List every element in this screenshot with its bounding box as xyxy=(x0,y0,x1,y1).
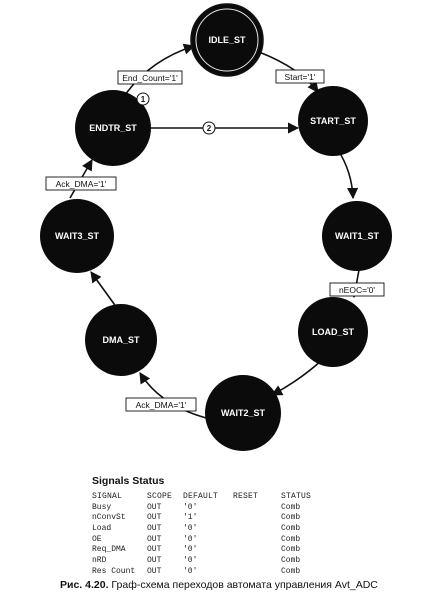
state-wait3: WAIT3_ST xyxy=(40,199,114,273)
state-label-wait1: WAIT1_ST xyxy=(335,231,380,241)
header-status: STATUS xyxy=(281,492,312,501)
signal-default: '0' xyxy=(183,566,198,576)
signals-header-row: SIGNAL SCOPE DEFAULT RESET STATUS xyxy=(92,492,331,503)
signal-reset xyxy=(233,535,281,546)
signal-name: Req_DMA xyxy=(92,545,126,555)
figure-caption: Рис. 4.20. Граф-схема переходов автомата… xyxy=(60,579,378,591)
signal-status: Comb xyxy=(281,513,301,523)
signal-scope: OUT xyxy=(147,502,162,512)
transition-load-to-wait2 xyxy=(271,359,323,396)
state-load: LOAD_ST xyxy=(298,297,368,367)
state-label-dma: DMA_ST xyxy=(102,335,140,345)
state-label-load: LOAD_ST xyxy=(312,327,355,337)
signal-name: Res Count xyxy=(92,566,136,576)
signals-status-table: SIGNAL SCOPE DEFAULT RESET STATUS Busy O… xyxy=(92,492,331,578)
signal-scope: OUT xyxy=(147,545,162,555)
state-dma: DMA_ST xyxy=(85,304,157,376)
header-reset: RESET xyxy=(233,492,259,501)
table-row: nRD OUT '0' Comb xyxy=(92,556,331,567)
priority-badge-1: 1 xyxy=(136,92,150,106)
signal-scope: OUT xyxy=(147,566,162,576)
signal-status: Comb xyxy=(281,524,301,534)
state-label-endtr: ENDTR_ST xyxy=(89,123,137,133)
condition-end-count-text: End_Count='1' xyxy=(122,73,178,83)
condition-neoc: nEOC='0' xyxy=(329,282,385,297)
signal-name: OE xyxy=(92,534,102,544)
priority-badge-2: 2 xyxy=(202,121,216,135)
signal-reset xyxy=(233,545,281,556)
condition-start: Start='1' xyxy=(275,69,325,84)
condition-neoc-text: nEOC='0' xyxy=(339,285,375,295)
condition-ack-dma-bottom-text: Ack_DMA='1' xyxy=(136,400,187,410)
table-row: Busy OUT '0' Comb xyxy=(92,503,331,514)
condition-ack-dma-left: Ack_DMA='1' xyxy=(45,176,117,191)
header-default: DEFAULT xyxy=(183,492,219,501)
signal-reset xyxy=(233,513,281,524)
signal-name: Load xyxy=(92,524,112,534)
transition-endtr-to-idle xyxy=(124,43,196,96)
transition-start-to-wait1 xyxy=(337,149,359,200)
priority-badge-2-text: 2 xyxy=(207,124,212,133)
signals-status-title: Signals Status xyxy=(92,475,165,487)
signal-status: Comb xyxy=(281,566,301,576)
signal-default: '0' xyxy=(183,545,198,555)
state-diagram: IDLE_ST START_ST WAIT1_ST LOAD_ST WAIT2_… xyxy=(40,3,392,451)
state-label-wait3: WAIT3_ST xyxy=(55,231,100,241)
signal-name: nConvSt xyxy=(92,513,126,523)
state-label-idle: IDLE_ST xyxy=(208,35,246,45)
state-wait2: WAIT2_ST xyxy=(205,375,281,451)
signal-default: '1' xyxy=(183,513,198,523)
signal-name: Busy xyxy=(92,502,112,512)
signal-reset xyxy=(233,503,281,514)
signal-reset xyxy=(233,556,281,567)
state-endtr: ENDTR_ST xyxy=(75,90,151,166)
signal-status: Comb xyxy=(281,556,301,566)
signal-reset xyxy=(233,524,281,535)
state-start: START_ST xyxy=(298,86,368,156)
state-idle: IDLE_ST xyxy=(190,3,264,77)
table-row: nConvSt OUT '1' Comb xyxy=(92,513,331,524)
signal-status: Comb xyxy=(281,534,301,544)
table-row: Res Count OUT '0' Comb xyxy=(92,567,331,578)
figure-number: Рис. 4.20. xyxy=(60,579,109,591)
signal-default: '0' xyxy=(183,502,198,512)
table-row: OE OUT '0' Comb xyxy=(92,535,331,546)
signal-default: '0' xyxy=(183,524,198,534)
state-wait1: WAIT1_ST xyxy=(322,201,392,271)
signal-scope: OUT xyxy=(147,556,162,566)
signal-status: Comb xyxy=(281,502,301,512)
condition-end-count: End_Count='1' xyxy=(117,70,183,85)
state-label-wait2: WAIT2_ST xyxy=(221,408,266,418)
signal-name: nRD xyxy=(92,556,107,566)
condition-start-text: Start='1' xyxy=(285,72,316,82)
table-row: Load OUT '0' Comb xyxy=(92,524,331,535)
signal-default: '0' xyxy=(183,556,198,566)
table-row: Req_DMA OUT '0' Comb xyxy=(92,545,331,556)
transition-dma-to-wait3 xyxy=(90,271,118,309)
signal-scope: OUT xyxy=(147,534,162,544)
state-label-start: START_ST xyxy=(310,116,356,126)
figure-caption-text: Граф-схема переходов автомата управления… xyxy=(111,579,378,591)
signal-scope: OUT xyxy=(147,513,162,523)
signal-scope: OUT xyxy=(147,524,162,534)
condition-ack-dma-left-text: Ack_DMA='1' xyxy=(56,179,107,189)
header-signal: SIGNAL xyxy=(92,492,123,501)
signal-status: Comb xyxy=(281,545,301,555)
header-scope: SCOPE xyxy=(147,492,173,501)
condition-ack-dma-bottom: Ack_DMA='1' xyxy=(125,397,197,412)
priority-badge-1-text: 1 xyxy=(141,95,146,104)
signal-default: '0' xyxy=(183,534,198,544)
signal-reset xyxy=(233,567,281,578)
